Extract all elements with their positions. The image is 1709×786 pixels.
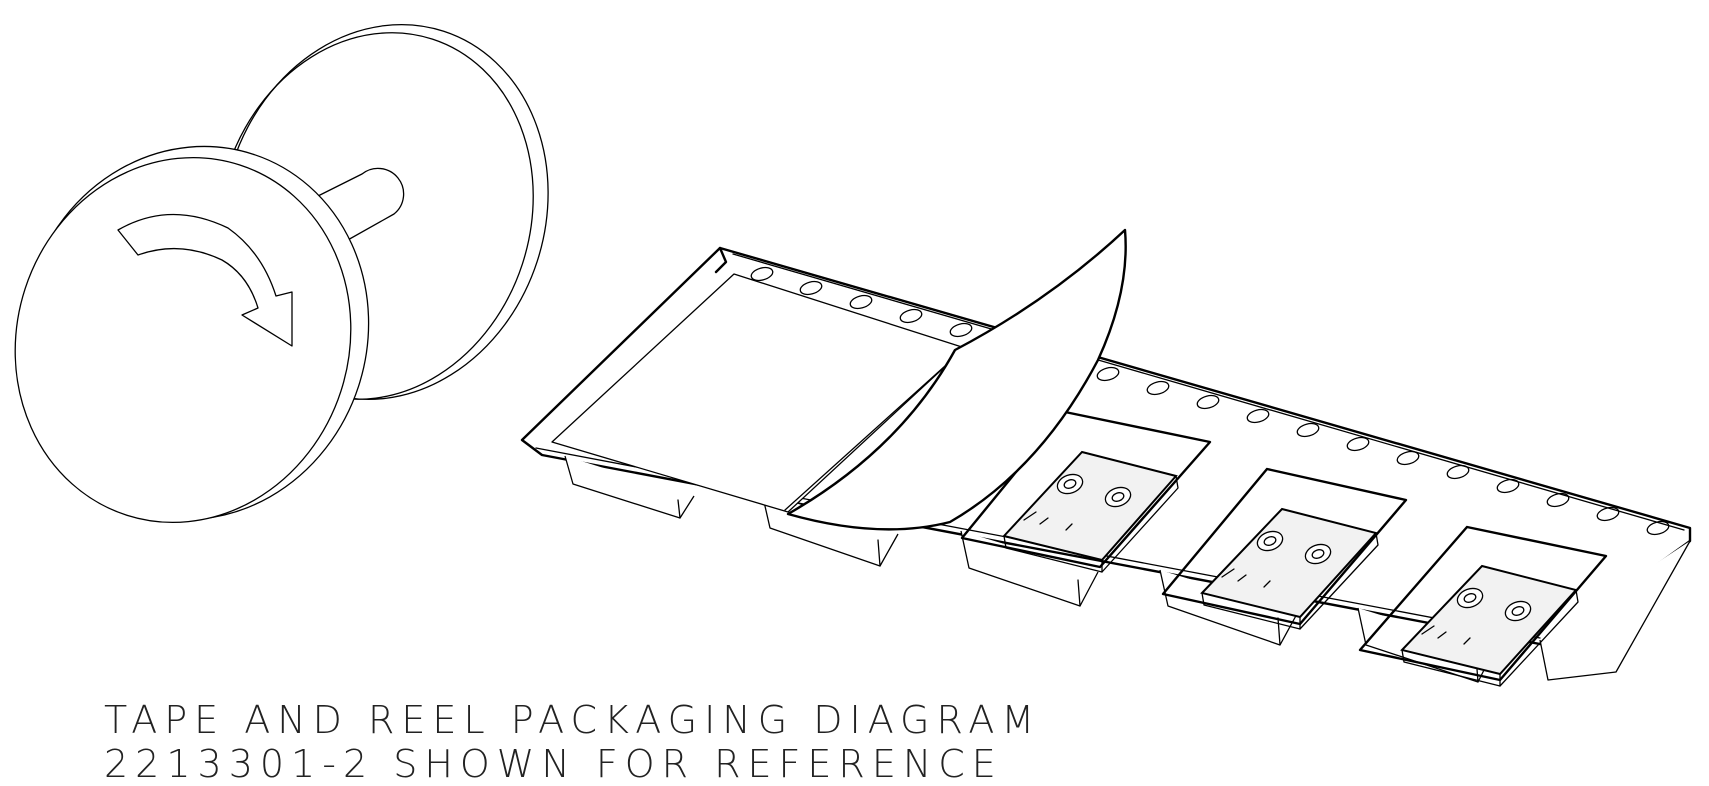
component xyxy=(1200,507,1379,630)
pocket xyxy=(1539,540,1691,681)
packaging-drawing xyxy=(14,24,1692,687)
pocket xyxy=(960,530,1099,607)
cover-tape xyxy=(551,273,966,513)
components xyxy=(1002,450,1579,687)
rotation-arrow-icon xyxy=(117,213,293,347)
cover-tape-peel xyxy=(786,228,1127,531)
diagram-title: TAPE AND REEL PACKAGING DIAGRAM xyxy=(104,698,1042,742)
reel xyxy=(14,24,549,524)
pocket xyxy=(564,455,695,519)
component xyxy=(1002,450,1179,573)
component xyxy=(1400,564,1579,687)
reel-front-flange xyxy=(14,156,352,524)
diagram-subtitle: 2213301-2 SHOWN FOR REFERENCE xyxy=(104,742,1003,786)
